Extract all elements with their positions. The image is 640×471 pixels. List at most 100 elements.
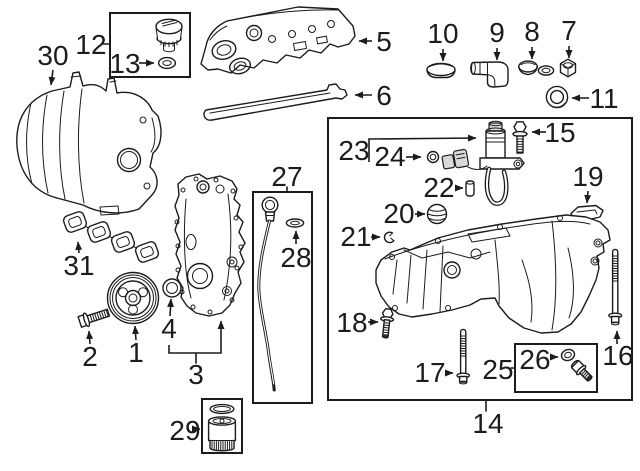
callout-9: 9 [489, 17, 505, 61]
callout-31: 31 [63, 241, 95, 281]
callout-18: 18 [336, 307, 379, 338]
callout-8: 8 [524, 16, 540, 60]
part-elbow-tube [470, 61, 509, 88]
callout-21: 21 [340, 221, 381, 252]
callout-26: 26 [519, 344, 559, 375]
callout-label-31: 31 [63, 250, 94, 281]
callout-label-1: 1 [128, 337, 144, 368]
callout-7: 7 [561, 15, 577, 59]
callout-label-25: 25 [482, 354, 513, 385]
callout-4: 4 [161, 298, 177, 344]
callout-20: 20 [383, 198, 426, 229]
part-filler-cap-seal [157, 56, 177, 70]
callout-14: 14 [472, 399, 504, 439]
callout-label-12: 12 [75, 29, 106, 60]
callout-arrow-1 [132, 325, 140, 341]
part-valve-cover-gasket [203, 83, 348, 121]
callout-label-18: 18 [336, 307, 367, 338]
callout-label-15: 15 [544, 117, 575, 148]
callout-25: 25 [482, 354, 516, 385]
callout-1: 1 [128, 325, 144, 368]
callout-19: 19 [572, 161, 604, 204]
callout-label-2: 2 [82, 341, 98, 372]
callout-arrow-31 [75, 241, 83, 254]
callout-label-16: 16 [602, 340, 633, 371]
callout-label-22: 22 [423, 172, 454, 203]
part-valve-cover [200, 6, 356, 75]
callout-label-19: 19 [572, 161, 603, 192]
part-bolt-17 [456, 328, 471, 385]
callout-13: 13 [109, 48, 155, 79]
callout-label-13: 13 [109, 48, 140, 79]
callout-arrow-4 [167, 298, 175, 317]
callout-2: 2 [82, 330, 98, 372]
callout-label-14: 14 [472, 408, 503, 439]
part-cap-pair [518, 60, 555, 76]
part-oil-filter [207, 416, 237, 452]
callout-arrow-2 [86, 330, 94, 345]
callout-label-30: 30 [37, 40, 68, 71]
callout-label-21: 21 [340, 221, 371, 252]
callout-3: 3 [168, 320, 225, 390]
callout-label-9: 9 [489, 17, 505, 48]
part-o-ring [426, 150, 440, 164]
callout-22: 22 [423, 172, 464, 203]
callout-15: 15 [531, 117, 576, 148]
part-bolt-15 [512, 121, 528, 154]
callout-23: 23 [338, 134, 477, 166]
part-front-cover [174, 173, 246, 317]
dipstick-box [252, 191, 313, 404]
callout-5: 5 [358, 26, 392, 57]
part-oil-level-sensor [441, 120, 525, 206]
callout-label-17: 17 [414, 357, 445, 388]
oil-filter-kit-box [201, 398, 243, 454]
callout-10: 10 [427, 18, 459, 62]
part-filter-o-ring [209, 403, 235, 415]
part-bolt-16 [608, 248, 623, 326]
callout-label-3: 3 [188, 359, 204, 390]
oil-pan-kit-box [327, 117, 633, 401]
part-drain-plug [570, 359, 593, 382]
part-crank-pulley [106, 271, 160, 325]
callout-label-6: 6 [376, 80, 392, 111]
callout-28: 28 [280, 230, 312, 273]
callout-30: 30 [37, 40, 69, 86]
part-dipstick-seal [285, 218, 305, 228]
filler-cap-kit-box [109, 12, 191, 78]
callout-label-11: 11 [589, 83, 618, 114]
callout-24: 24 [374, 141, 422, 172]
callout-bracket-23 [368, 134, 477, 162]
callout-label-29: 29 [169, 415, 200, 446]
part-front-crank-seal [162, 278, 182, 298]
callout-label-7: 7 [561, 15, 577, 46]
part-bolt-18 [380, 308, 395, 339]
callout-17: 17 [414, 357, 454, 388]
part-grommet-seal [545, 85, 569, 109]
part-retaining-clip [383, 231, 395, 244]
callout-arrow-30 [48, 69, 56, 86]
callout-label-8: 8 [524, 16, 540, 47]
callout-12: 12 [75, 29, 111, 60]
callout-16: 16 [602, 330, 634, 371]
part-intake-gaskets [62, 211, 160, 263]
callout-label-28: 28 [280, 242, 311, 273]
part-plug-cap [426, 62, 456, 79]
part-threaded-plug [426, 203, 448, 225]
callout-label-23: 23 [338, 135, 369, 166]
callout-label-10: 10 [427, 18, 458, 49]
callout-label-5: 5 [376, 26, 392, 57]
part-intake-manifold [16, 71, 162, 216]
callout-6: 6 [354, 80, 392, 111]
callout-27: 27 [271, 161, 303, 193]
callout-arrow-19 [584, 190, 592, 204]
part-dipstick [257, 196, 279, 392]
part-nut [559, 58, 577, 78]
callout-label-24: 24 [374, 141, 405, 172]
part-pulley-bolt [77, 308, 111, 328]
callout-label-4: 4 [161, 313, 177, 344]
callout-label-20: 20 [383, 198, 414, 229]
callout-11: 11 [571, 83, 619, 114]
callout-label-26: 26 [519, 344, 550, 375]
